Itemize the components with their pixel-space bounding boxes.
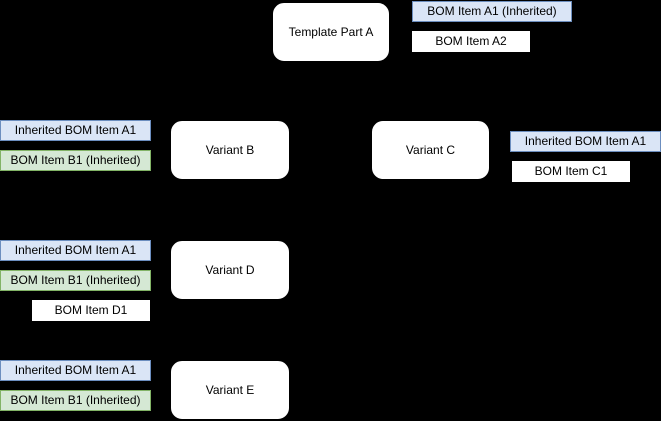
bom-item-label: Inherited BOM Item A1: [14, 123, 137, 138]
bom-item-label: BOM Item A1 (Inherited): [427, 4, 557, 19]
bom-item-variant-b-inherited-a1[interactable]: Inherited BOM Item A1: [0, 120, 151, 141]
node-template-part-a[interactable]: Template Part A: [272, 2, 390, 62]
bom-item-label: BOM Item C1: [534, 164, 608, 179]
node-label: Template Part A: [288, 24, 374, 39]
bom-item-b1-inherited[interactable]: BOM Item B1 (Inherited): [0, 150, 151, 171]
bom-item-variant-e-inherited-a1[interactable]: Inherited BOM Item A1: [0, 360, 151, 381]
bom-item-a2[interactable]: BOM Item A2: [412, 31, 530, 52]
node-label: Variant B: [205, 142, 255, 157]
node-variant-e[interactable]: Variant E: [170, 360, 290, 420]
bom-item-label: BOM Item B1 (Inherited): [10, 153, 141, 168]
bom-item-a1-inherited[interactable]: BOM Item A1 (Inherited): [412, 1, 572, 22]
bom-item-variant-d-inherited-a1[interactable]: Inherited BOM Item A1: [0, 240, 151, 261]
node-variant-c[interactable]: Variant C: [371, 120, 490, 180]
bom-item-variant-e-b1-inherited[interactable]: BOM Item B1 (Inherited): [0, 390, 151, 411]
node-label: Variant D: [205, 262, 255, 277]
bom-item-label: BOM Item B1 (Inherited): [10, 273, 141, 288]
bom-item-label: BOM Item B1 (Inherited): [10, 393, 141, 408]
node-label: Variant E: [205, 382, 255, 397]
bom-item-label: Inherited BOM Item A1: [14, 243, 137, 258]
bom-item-label: Inherited BOM Item A1: [14, 363, 137, 378]
bom-item-d1[interactable]: BOM Item D1: [32, 300, 150, 321]
bom-item-label: Inherited BOM Item A1: [524, 134, 647, 149]
bom-item-variant-d-b1-inherited[interactable]: BOM Item B1 (Inherited): [0, 270, 151, 291]
node-variant-b[interactable]: Variant B: [170, 120, 290, 180]
bom-item-variant-c-inherited-a1[interactable]: Inherited BOM Item A1: [510, 131, 661, 152]
bom-item-label: BOM Item A2: [435, 34, 507, 49]
bom-item-label: BOM Item D1: [54, 303, 128, 318]
node-variant-d[interactable]: Variant D: [170, 240, 290, 300]
node-label: Variant C: [405, 142, 456, 157]
bom-item-c1[interactable]: BOM Item C1: [512, 161, 630, 182]
